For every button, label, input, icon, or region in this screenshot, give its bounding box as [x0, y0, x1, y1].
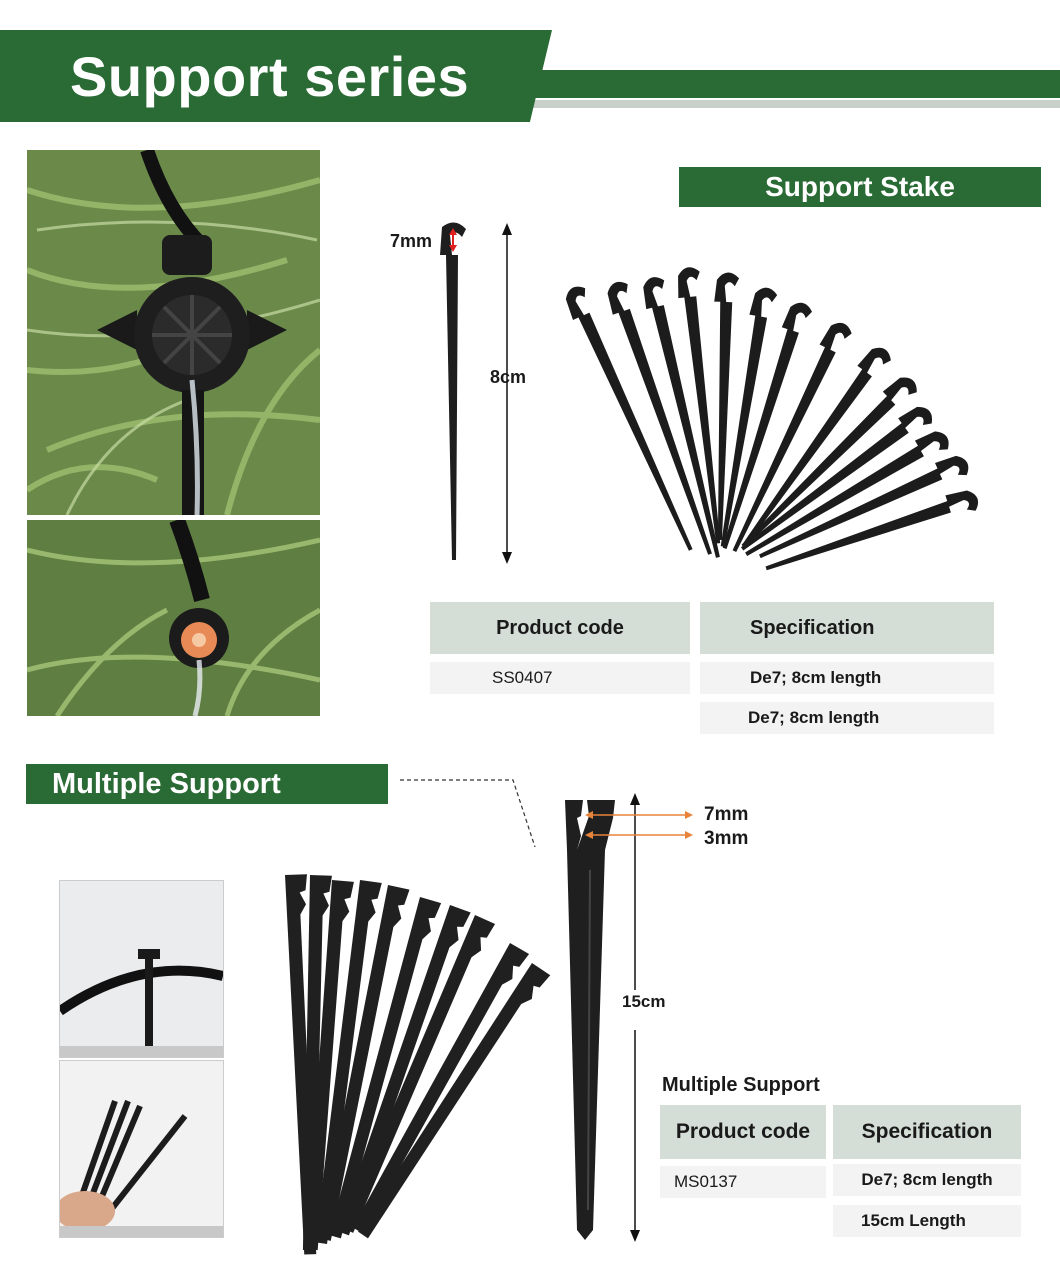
- stake-table-spec-2: De7; 8cm length: [700, 702, 994, 734]
- stake-table-header-code: Product code: [430, 602, 690, 654]
- multi-table-header-spec: Specification: [833, 1105, 1021, 1159]
- stake-table-spec-1: De7; 8cm length: [700, 662, 994, 694]
- page-title: Support series: [70, 45, 470, 108]
- multi-length-label: 15cm: [622, 992, 666, 1011]
- multi-table-code: MS0137: [660, 1166, 826, 1198]
- stakes-fan-image: [565, 267, 978, 571]
- stake-length-label: 8cm: [490, 367, 527, 387]
- supports-in-hand-photo: [59, 1060, 224, 1238]
- multi-table-spec-2: 15cm Length: [833, 1205, 1021, 1237]
- multi-top-width-label: 7mm: [704, 804, 749, 825]
- support-on-tube-photo: [59, 880, 224, 1058]
- multiple-support-fan-image: [285, 874, 551, 1255]
- dripper-photo: [27, 150, 320, 515]
- stake-table-header-spec: Specification: [700, 602, 994, 654]
- multi-slot-width-label: 3mm: [704, 828, 749, 849]
- orange-dripper-photo: [27, 520, 320, 716]
- stake-diagram: [440, 222, 512, 564]
- multi-table-header-code: Product code: [660, 1105, 826, 1159]
- callout-line: [400, 779, 536, 848]
- stake-table-code: SS0407: [430, 662, 690, 694]
- multi-table-spec-1: De7; 8cm length: [833, 1164, 1021, 1196]
- multiple-support-diagram: [565, 793, 693, 1242]
- header-stripe: [520, 70, 1060, 98]
- stake-width-label: 7mm: [390, 231, 433, 251]
- multi-table-caption: Multiple Support: [662, 1074, 820, 1096]
- multiple-support-tag: Multiple Support: [26, 764, 388, 804]
- header-underline: [515, 100, 1060, 108]
- support-stake-tag: Support Stake: [679, 167, 1041, 207]
- header-banner: [0, 30, 552, 122]
